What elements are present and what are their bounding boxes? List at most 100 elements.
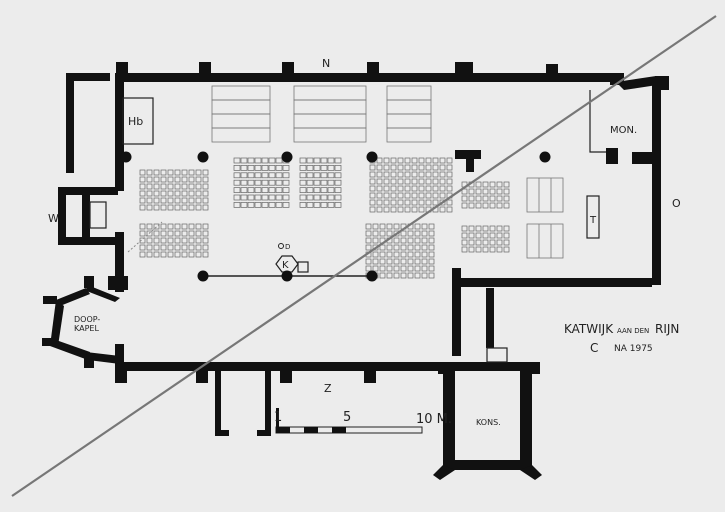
seat: [407, 251, 414, 258]
seat: [475, 225, 482, 232]
seat: [195, 204, 202, 211]
seat: [461, 188, 468, 195]
baptismal-font: [278, 243, 284, 249]
caption: KATWIJK AAN DEN RIJN C NA 1975: [564, 322, 679, 355]
seat: [461, 195, 468, 202]
scale-tick-5: 5: [343, 410, 351, 425]
seat: [425, 178, 432, 185]
seat: [174, 169, 181, 176]
seat: [174, 244, 181, 251]
seat: [404, 192, 411, 199]
seat: [334, 202, 342, 208]
seat: [482, 239, 489, 246]
seat: [386, 272, 393, 279]
seat: [167, 169, 174, 176]
seat: [188, 223, 195, 230]
seat: [254, 157, 262, 164]
seat: [425, 157, 432, 164]
seat: [139, 176, 146, 183]
seat: [421, 244, 428, 251]
seat: [376, 199, 383, 206]
seat: [400, 251, 407, 258]
seat: [390, 185, 397, 192]
seat: [320, 187, 328, 193]
seat: [306, 179, 314, 186]
seat: [174, 204, 181, 211]
seat: [407, 244, 414, 251]
seat: [386, 258, 393, 265]
seat: [167, 230, 174, 237]
seat: [247, 202, 255, 208]
seat: [195, 251, 202, 258]
seat: [397, 199, 404, 206]
seat: [425, 185, 432, 192]
seat: [282, 187, 290, 193]
pew: [211, 113, 271, 129]
seat: [428, 244, 435, 251]
seat: [421, 230, 428, 237]
seat: [496, 188, 503, 195]
chancel-step: [466, 150, 474, 172]
seat: [421, 272, 428, 279]
seat: [482, 188, 489, 195]
seat: [146, 197, 153, 204]
room-label-doopkapel-1: DOOP-: [74, 315, 100, 324]
seat: [139, 183, 146, 190]
seat: [439, 157, 446, 164]
seat: [414, 244, 421, 251]
seat: [233, 179, 241, 186]
seat: [383, 178, 390, 185]
seat: [418, 157, 425, 164]
seat: [153, 190, 160, 197]
room-label-d: D: [285, 243, 290, 251]
seat: [313, 157, 321, 164]
seat: [475, 239, 482, 246]
seat: [461, 232, 468, 239]
seat: [475, 181, 482, 188]
seat: [369, 206, 376, 213]
seat: [320, 172, 328, 179]
seat: [202, 176, 209, 183]
seat: [334, 179, 342, 186]
seat: [167, 223, 174, 230]
seat: [247, 179, 255, 186]
stair-line: [127, 221, 163, 253]
column: [281, 151, 293, 163]
seat: [468, 225, 475, 232]
seat: [372, 251, 379, 258]
seat: [418, 178, 425, 185]
seat: [503, 195, 510, 202]
seat: [414, 251, 421, 258]
seat: [188, 183, 195, 190]
seat: [379, 258, 386, 265]
seat: [383, 192, 390, 199]
caption-letter: C: [590, 341, 598, 355]
seat: [195, 190, 202, 197]
caption-place-main: KATWIJK: [564, 322, 614, 336]
seat: [461, 202, 468, 209]
seat: [411, 178, 418, 185]
seat: [299, 179, 307, 186]
seat: [146, 251, 153, 258]
seat: [261, 179, 269, 186]
column: [366, 151, 378, 163]
seat: [446, 157, 453, 164]
seat: [320, 202, 328, 208]
seat: [482, 225, 489, 232]
seat: [376, 157, 383, 164]
seat: [195, 169, 202, 176]
seat: [468, 188, 475, 195]
seat: [146, 190, 153, 197]
seat: [233, 187, 241, 193]
seat: [379, 272, 386, 279]
pulpit-steps: [297, 261, 309, 273]
seat: [181, 237, 188, 244]
seat: [160, 230, 167, 237]
seat: [379, 223, 386, 230]
seat: [261, 172, 269, 179]
seat: [379, 251, 386, 258]
seat: [390, 206, 397, 213]
seat: [404, 178, 411, 185]
seat: [383, 157, 390, 164]
